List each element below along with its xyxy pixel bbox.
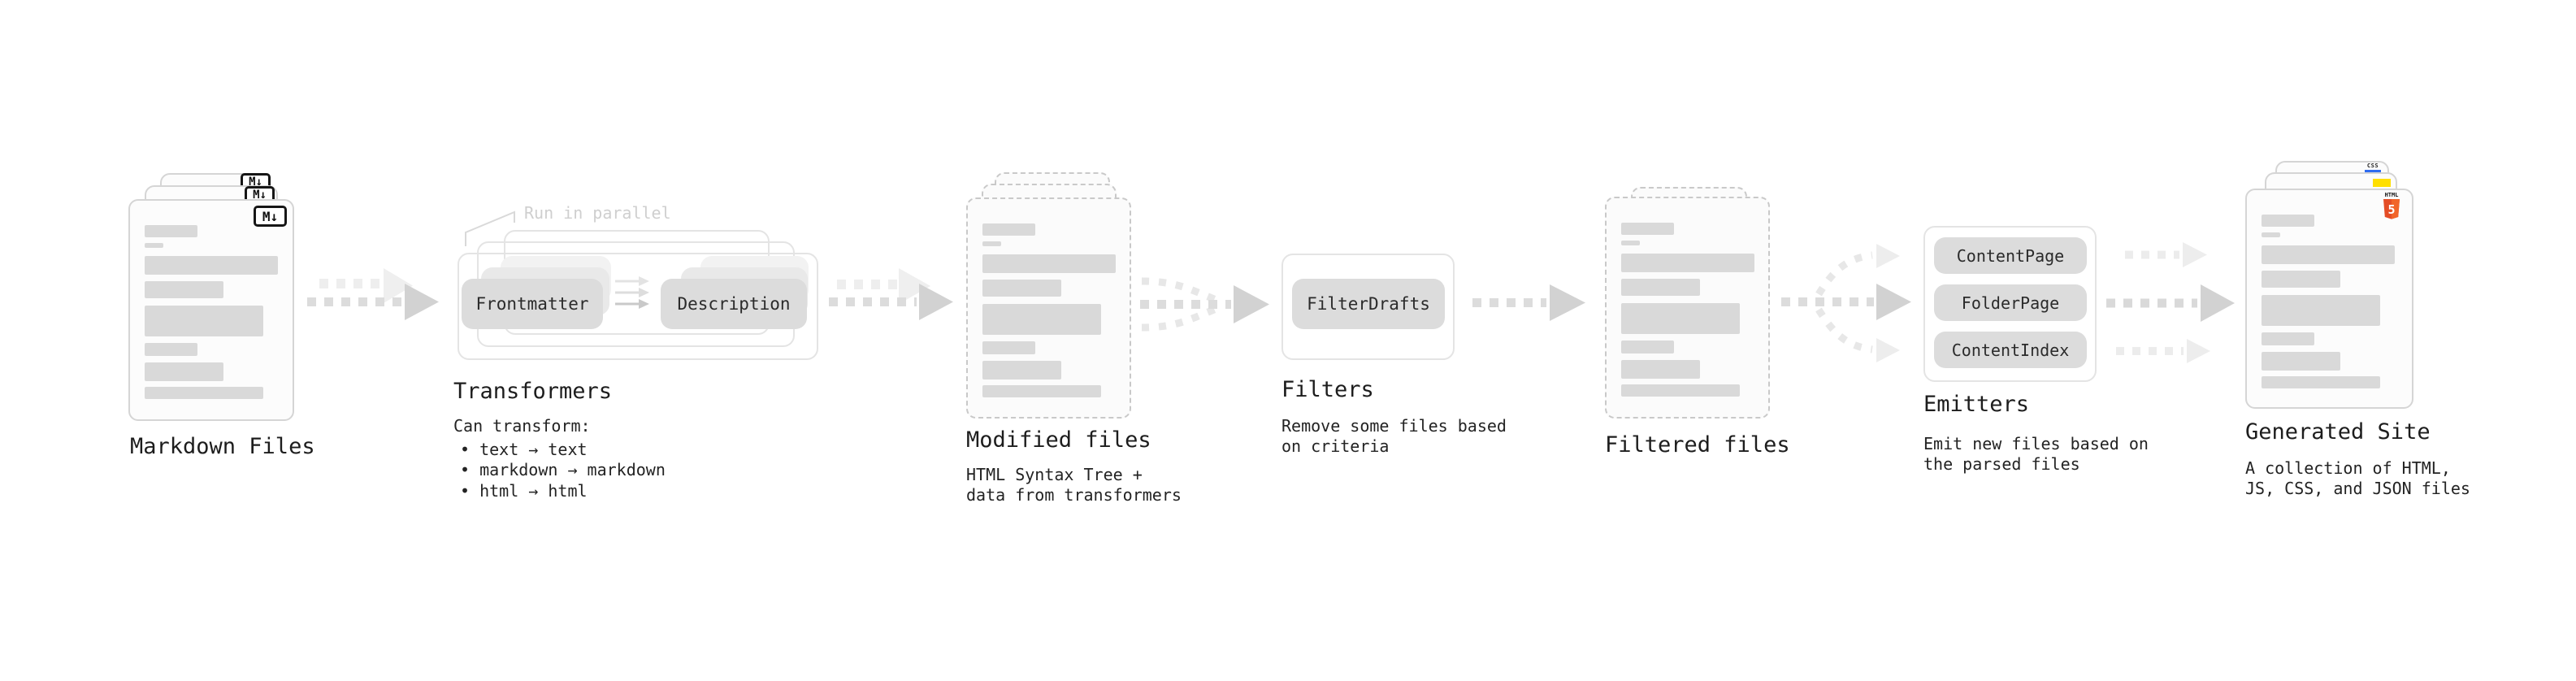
modified-files-desc: data from transformers <box>966 485 1182 505</box>
folderpage-pill-label: FolderPage <box>1961 293 2060 313</box>
text-line-bar <box>2262 245 2395 264</box>
filterdrafts-pill: FilterDrafts <box>1292 279 1445 329</box>
text-line-bar <box>982 223 1035 236</box>
transformer-box-front <box>458 253 818 360</box>
text-line-bar <box>1621 254 1754 272</box>
arrow-filters-to-filtered <box>1472 284 1585 321</box>
text-line-bar <box>982 241 1001 246</box>
emitters-desc: Emit new files based on <box>1923 434 2149 453</box>
text-line-bar <box>1621 340 1674 354</box>
text-line-bar <box>982 280 1061 297</box>
arrow-emitters-to-generated-bottom <box>2116 339 2210 363</box>
arrow-markdown-to-transformers <box>307 268 439 320</box>
text-line-bar <box>1621 279 1700 296</box>
text-line-bar <box>145 243 163 248</box>
markdown-icon: M↓ <box>254 206 287 227</box>
markdown-files-label: Markdown Files <box>130 434 315 459</box>
text-line-bar <box>2262 376 2380 388</box>
contentpage-pill: ContentPage <box>1934 237 2087 274</box>
emitters-box <box>1923 226 2097 382</box>
run-in-parallel-annotation: Run in parallel <box>524 203 671 223</box>
text-line-bar <box>2262 232 2280 237</box>
js-icon <box>2373 179 2391 187</box>
contentpage-pill-label: ContentPage <box>1956 245 2065 266</box>
folderpage-pill: FolderPage <box>1934 284 2087 321</box>
filters-desc: on criteria <box>1281 436 1390 456</box>
frontmatter-pill: Frontmatter <box>462 279 603 329</box>
text-line-bar <box>1621 241 1640 245</box>
filters-desc: Remove some files based <box>1281 416 1507 436</box>
arrow-emitters-to-generated-middle <box>2106 284 2235 322</box>
text-line-bar <box>145 281 223 298</box>
transformers-desc-title: Can transform: <box>453 416 591 436</box>
html5-icon-number: 5 <box>2387 202 2395 217</box>
text-line-bar <box>145 306 263 336</box>
emitters-label: Emitters <box>1923 392 2030 417</box>
frontmatter-pill-label: Frontmatter <box>475 294 589 314</box>
modified-files-desc: HTML Syntax Tree + <box>966 465 1143 484</box>
text-line-bar <box>982 254 1116 273</box>
html5-icon-label: HTML <box>2385 192 2399 198</box>
filterdrafts-pill-label: FilterDrafts <box>1307 294 1430 314</box>
markdown-icon-glyph: M↓ <box>262 208 279 224</box>
generated-file-card-front <box>2245 189 2413 409</box>
arrow-merge-modified-to-filters <box>1140 277 1269 332</box>
text-line-bar <box>145 387 263 399</box>
generated-site-desc: JS, CSS, and JSON files <box>2245 479 2470 498</box>
arrow-emitters-to-generated-top <box>2125 242 2207 267</box>
text-line-bar <box>982 385 1101 397</box>
emitters-desc: the parsed files <box>1923 454 2080 474</box>
transformers-bullet: • text → text <box>460 440 588 459</box>
html5-shield-right <box>2392 199 2400 219</box>
css-icon-underline <box>2365 170 2381 173</box>
css-icon: CSS <box>2363 163 2383 173</box>
text-line-bar <box>145 362 223 381</box>
text-line-bar <box>2262 352 2340 371</box>
transformers-bullet: • markdown → markdown <box>460 460 666 479</box>
filtered-files-label: Filtered files <box>1605 432 1790 458</box>
css-icon-label: CSS <box>2366 163 2379 169</box>
markdown-file-card-front <box>128 199 294 421</box>
generated-site-label: Generated Site <box>2245 419 2431 445</box>
text-line-bar <box>1621 384 1740 397</box>
text-line-bar <box>1621 303 1740 334</box>
transformers-label: Transformers <box>453 379 613 404</box>
text-line-bar <box>2262 215 2314 227</box>
markdown-icon-glyph: M↓ <box>253 189 267 202</box>
text-line-bar <box>1621 360 1700 379</box>
filters-box <box>1281 254 1455 360</box>
text-line-bar <box>145 225 197 237</box>
description-pill-label: Description <box>677 294 791 314</box>
text-line-bar <box>2262 295 2380 326</box>
arrow-split-filtered-to-emitters <box>1781 244 1911 362</box>
text-line-bar <box>145 256 278 275</box>
text-line-bar <box>982 361 1061 380</box>
html5-icon: HTML 5 <box>2383 192 2400 219</box>
text-line-bar <box>145 343 197 356</box>
text-line-bar <box>2262 332 2314 345</box>
text-line-bar <box>982 304 1101 335</box>
text-line-bar <box>2262 271 2340 288</box>
contentindex-pill: ContentIndex <box>1934 332 2087 368</box>
modified-file-card-front <box>966 197 1131 419</box>
text-line-bar <box>1621 223 1674 235</box>
run-in-parallel-leader-line <box>465 210 515 246</box>
filtered-file-card-front <box>1605 197 1770 419</box>
arrow-transformers-to-modified <box>829 268 953 320</box>
description-pill: Description <box>661 279 807 329</box>
modified-files-label: Modified files <box>966 427 1151 453</box>
contentindex-pill-label: ContentIndex <box>1951 340 2070 360</box>
filters-label: Filters <box>1281 377 1374 402</box>
text-line-bar <box>982 341 1035 354</box>
transformers-bullet: • html → html <box>460 481 588 501</box>
transformer-pill-arrows <box>615 276 649 309</box>
generated-site-desc: A collection of HTML, <box>2245 458 2451 478</box>
